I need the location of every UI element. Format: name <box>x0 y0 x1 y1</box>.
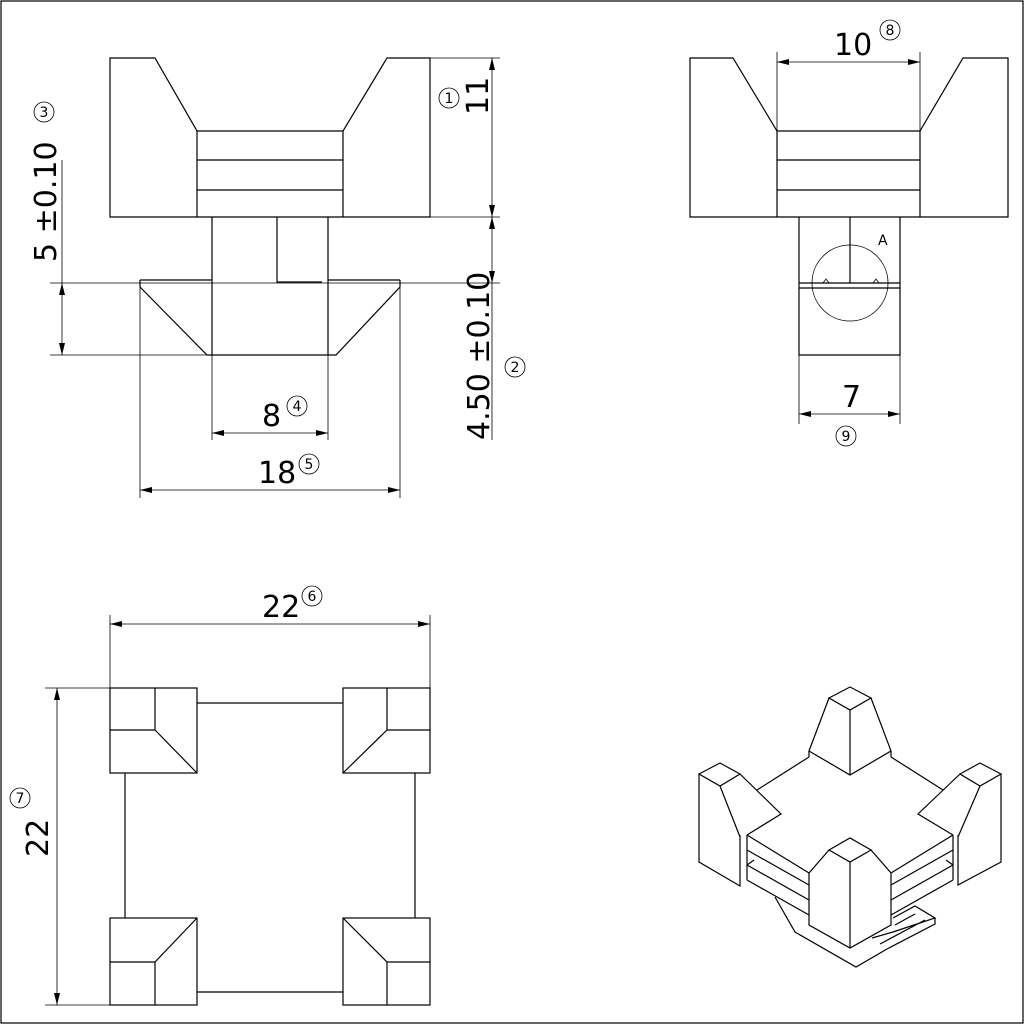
detail-label-a: A <box>878 233 888 249</box>
top-view: 22 6 22 7 <box>9 585 431 1006</box>
side-view: A 10 8 7 9 <box>689 19 1009 447</box>
detail-a-circle <box>811 244 889 322</box>
dim-side-stem-width: 7 <box>842 380 861 415</box>
note-1: 1 <box>445 91 454 107</box>
note-9: 9 <box>842 429 851 445</box>
dim-slot-width: 10 <box>834 28 872 63</box>
note-7: 7 <box>16 791 25 807</box>
dim-stem-width: 8 <box>262 399 281 434</box>
note-5: 5 <box>305 457 314 473</box>
dim-top-depth: 22 <box>21 819 56 857</box>
note-4: 4 <box>293 399 302 415</box>
dim-base-width: 18 <box>258 456 296 491</box>
front-view: 11 1 5 ±0.10 3 4.50 ±0.10 2 8 4 18 5 <box>29 57 526 498</box>
dim-top-width: 22 <box>262 590 300 625</box>
isometric-view <box>697 686 1003 968</box>
dim-base-height: 5 ±0.10 <box>29 141 64 262</box>
note-8: 8 <box>886 23 895 39</box>
note-6: 6 <box>308 589 317 605</box>
note-2: 2 <box>511 360 520 376</box>
dim-height-top: 11 <box>461 77 496 115</box>
note-3: 3 <box>40 105 49 121</box>
dim-stem-height: 4.50 ±0.10 <box>462 272 497 440</box>
